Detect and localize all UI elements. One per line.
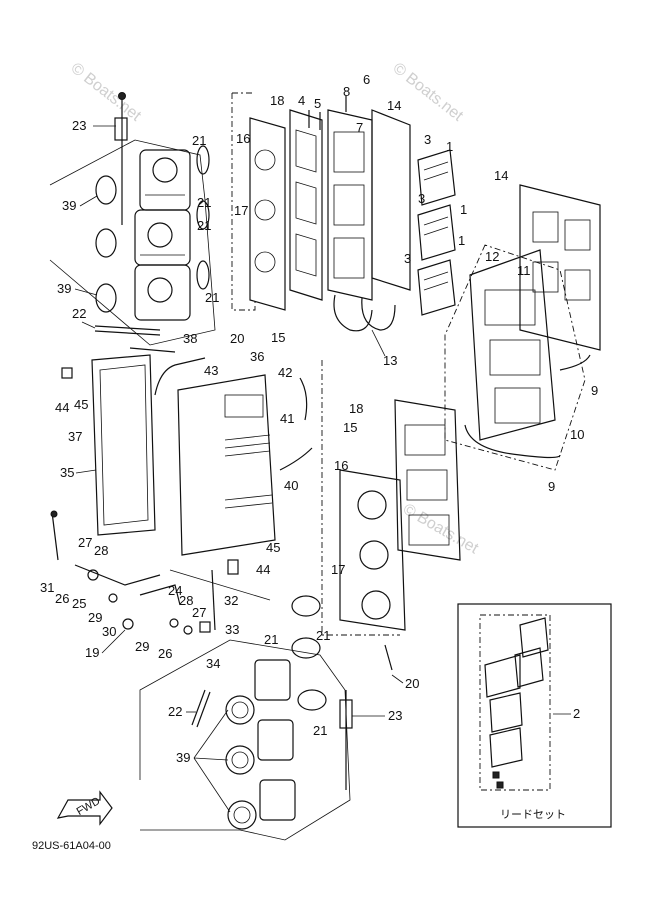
callout-27: 27 bbox=[78, 535, 92, 550]
callout-40: 40 bbox=[284, 478, 298, 493]
throttle-linkage bbox=[50, 510, 271, 635]
callout-39: 39 bbox=[57, 281, 71, 296]
callout-21: 21 bbox=[316, 628, 330, 643]
callout-27: 27 bbox=[192, 605, 206, 620]
watermark-top-right: © Boats.net bbox=[390, 60, 467, 125]
callout-9: 9 bbox=[548, 479, 555, 494]
callout-1: 1 bbox=[460, 202, 467, 217]
callout-35: 35 bbox=[60, 465, 74, 480]
callout-3: 3 bbox=[418, 191, 425, 206]
callout-21: 21 bbox=[205, 290, 219, 305]
reed-plate-stack-lower bbox=[321, 360, 461, 671]
callout-12: 12 bbox=[485, 249, 499, 264]
callout-29: 29 bbox=[88, 610, 102, 625]
callout-24: 24 bbox=[168, 583, 182, 598]
callout-18: 18 bbox=[270, 93, 284, 108]
reed-valve-stack-upper bbox=[231, 92, 456, 332]
callout-6: 6 bbox=[363, 72, 370, 87]
callout-30: 30 bbox=[102, 624, 116, 639]
callout-23: 23 bbox=[72, 118, 86, 133]
callout-2: 2 bbox=[573, 706, 580, 721]
callout-44: 44 bbox=[256, 562, 270, 577]
callout-13: 13 bbox=[383, 353, 397, 368]
callout-20: 20 bbox=[405, 676, 419, 691]
callout-14: 14 bbox=[494, 168, 508, 183]
callout-3: 3 bbox=[424, 132, 431, 147]
callout-21: 21 bbox=[197, 195, 211, 210]
intake-silencer bbox=[61, 354, 313, 575]
callout-42: 42 bbox=[278, 365, 292, 380]
callout-26: 26 bbox=[55, 591, 69, 606]
fwd-direction-arrow bbox=[56, 790, 113, 826]
callout-15: 15 bbox=[271, 330, 285, 345]
callout-26: 26 bbox=[158, 646, 172, 661]
callout-11: 11 bbox=[517, 263, 531, 278]
reed-set-inset bbox=[457, 603, 612, 828]
callout-21: 21 bbox=[197, 218, 211, 233]
watermark-middle: © Boats.net bbox=[400, 501, 482, 558]
callout-21: 21 bbox=[264, 632, 278, 647]
callout-18: 18 bbox=[349, 401, 363, 416]
callout-23: 23 bbox=[388, 708, 402, 723]
callout-44: 44 bbox=[55, 400, 69, 415]
callout-15: 15 bbox=[343, 420, 357, 435]
callout-8: 8 bbox=[343, 84, 350, 99]
callout-21: 21 bbox=[192, 133, 206, 148]
callout-1: 1 bbox=[446, 139, 453, 154]
callout-33: 33 bbox=[225, 622, 239, 637]
callout-16: 16 bbox=[236, 131, 250, 146]
callout-25: 25 bbox=[72, 596, 86, 611]
callout-45: 45 bbox=[74, 397, 88, 412]
callout-21: 21 bbox=[313, 723, 327, 738]
watermark-top-left: © Boats.net bbox=[68, 60, 145, 125]
callout-22: 22 bbox=[168, 704, 182, 719]
callout-17: 17 bbox=[331, 562, 345, 577]
intake-manifold-right bbox=[444, 184, 601, 471]
callout-16: 16 bbox=[334, 458, 348, 473]
callout-labels: 23 21 39 21 21 39 21 22 38 20 43 36 44 4… bbox=[40, 72, 598, 813]
callout-37: 37 bbox=[68, 429, 82, 444]
callout-39: 39 bbox=[176, 750, 190, 765]
callout-39: 39 bbox=[62, 198, 76, 213]
callout-34: 34 bbox=[206, 656, 220, 671]
callout-28: 28 bbox=[94, 543, 108, 558]
callout-43: 43 bbox=[204, 363, 218, 378]
callout-5: 5 bbox=[314, 96, 321, 111]
callout-31: 31 bbox=[40, 580, 54, 595]
diagram-code: 92US-61A04-00 bbox=[32, 840, 111, 852]
carburetor-assembly-upper bbox=[49, 92, 216, 353]
callout-20: 20 bbox=[230, 331, 244, 346]
carburetor-assembly-lower bbox=[139, 595, 353, 841]
callout-9: 9 bbox=[591, 383, 598, 398]
inset-caption: リードセット bbox=[500, 808, 566, 821]
callout-28: 28 bbox=[179, 593, 193, 608]
callout-45: 45 bbox=[266, 540, 280, 555]
callout-19: 19 bbox=[85, 645, 99, 660]
callout-7: 7 bbox=[356, 120, 363, 135]
callout-17: 17 bbox=[234, 203, 248, 218]
callout-3: 3 bbox=[404, 251, 411, 266]
callout-14: 14 bbox=[387, 98, 401, 113]
callout-41: 41 bbox=[280, 411, 294, 426]
callout-32: 32 bbox=[224, 593, 238, 608]
callout-38: 38 bbox=[183, 331, 197, 346]
callout-22: 22 bbox=[72, 306, 86, 321]
callout-36: 36 bbox=[250, 349, 264, 364]
callout-29: 29 bbox=[135, 639, 149, 654]
callout-10: 10 bbox=[570, 427, 584, 442]
callout-1: 1 bbox=[458, 233, 465, 248]
callout-4: 4 bbox=[298, 93, 305, 108]
